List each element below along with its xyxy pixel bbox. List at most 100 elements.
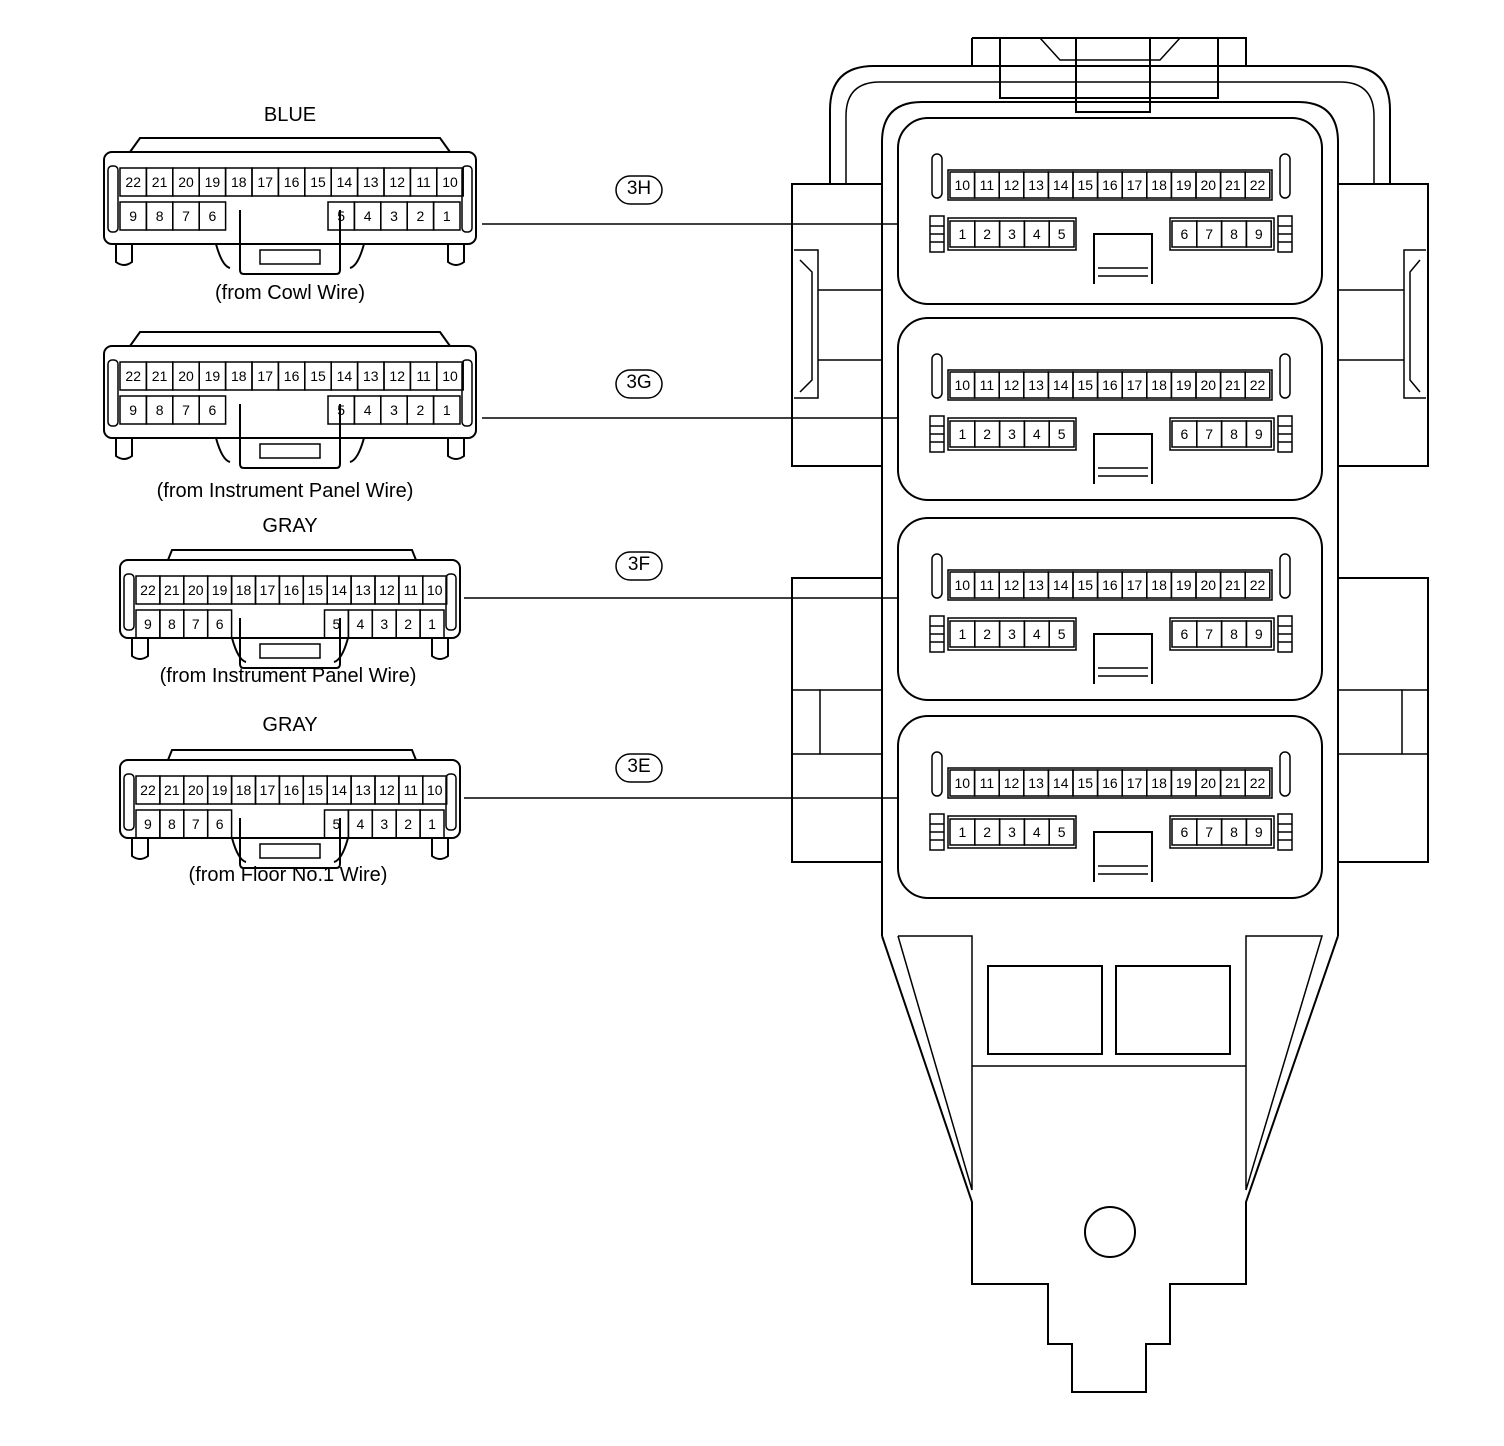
box-pin-label: 6 [1181, 824, 1189, 840]
plug-pin-label: 21 [164, 582, 180, 598]
box-pin-label: 22 [1250, 177, 1266, 193]
box-pin-label: 2 [983, 226, 991, 242]
plug-pin-label: 5 [337, 402, 345, 418]
box-pin-label: 2 [983, 426, 991, 442]
plug-pin-label: 7 [192, 816, 200, 832]
pin-cell [1048, 220, 1075, 248]
plug-pin-label: 1 [428, 816, 436, 832]
plug-pin-label: 20 [188, 782, 204, 798]
plug-pin-label: 19 [212, 582, 228, 598]
plug-pin-label: 14 [331, 582, 347, 598]
connector-color-label: GRAY [262, 714, 318, 736]
pin-cell [1244, 769, 1271, 797]
plug-pin-label: 13 [363, 174, 379, 190]
plug-pin-label: 10 [427, 782, 443, 798]
plug-pin-label: 4 [364, 208, 372, 224]
plug-pin-label: 18 [231, 174, 247, 190]
box-pin-label: 20 [1201, 577, 1217, 593]
plug-pin-label: 3 [380, 616, 388, 632]
box-pin-label: 8 [1230, 626, 1238, 642]
box-pin-label: 18 [1151, 377, 1167, 393]
pin-cell [436, 167, 464, 197]
box-pin-label: 3 [1008, 226, 1016, 242]
plug-pin-label: 5 [333, 616, 341, 632]
box-pin-label: 20 [1201, 177, 1217, 193]
connector-code-bubble [615, 551, 663, 581]
box-pin-label: 21 [1225, 775, 1241, 791]
plug-pin-label: 15 [310, 368, 326, 384]
box-pin-label: 11 [980, 177, 995, 193]
box-pin-label: 6 [1181, 226, 1189, 242]
box-pin-label: 15 [1078, 577, 1094, 593]
plug-pin-label: 20 [178, 368, 194, 384]
box-pin-label: 15 [1078, 177, 1094, 193]
plug-pin-label: 14 [337, 368, 353, 384]
plug-pin-label: 6 [216, 816, 224, 832]
plug-pin-label: 11 [404, 782, 419, 798]
plug-pin-label: 22 [140, 582, 156, 598]
box-pin-label: 11 [980, 377, 995, 393]
connector-code-bubble [615, 369, 663, 399]
box-pin-label: 15 [1078, 775, 1094, 791]
plug-pin-label: 10 [427, 582, 443, 598]
box-pin-label: 21 [1225, 177, 1241, 193]
plug-pin-label: 3 [390, 402, 398, 418]
plug-pin-label: 3 [390, 208, 398, 224]
plug-pin-label: 16 [284, 782, 300, 798]
box-pin-label: 14 [1053, 177, 1069, 193]
plug-pin-label: 21 [152, 368, 168, 384]
plug-pin-label: 10 [442, 174, 458, 190]
pin-cell [1245, 620, 1272, 648]
box-pin-label: 6 [1181, 626, 1189, 642]
box-pin-label: 8 [1230, 824, 1238, 840]
plug-pin-label: 9 [129, 208, 137, 224]
connector-caption: (from Cowl Wire) [215, 282, 365, 304]
box-pin-label: 18 [1151, 577, 1167, 593]
box-pin-label: 19 [1176, 775, 1192, 791]
pin-cell [1244, 171, 1271, 199]
pin-cell [432, 201, 461, 231]
plug-pin-label: 16 [284, 582, 300, 598]
box-pin-label: 22 [1250, 775, 1266, 791]
box-pin-label: 16 [1102, 577, 1118, 593]
plug-pin-label: 1 [443, 402, 451, 418]
plug-pin-label: 3 [380, 816, 388, 832]
box-pin-label: 11 [980, 577, 995, 593]
connector-code: 3G [626, 372, 652, 393]
pin-cell [1245, 818, 1272, 846]
box-pin-label: 20 [1201, 377, 1217, 393]
box-pin-label: 21 [1225, 377, 1241, 393]
box-pin-label: 22 [1250, 577, 1266, 593]
box-pin-label: 4 [1033, 626, 1041, 642]
connector-code-bubble [615, 175, 663, 205]
box-pin-label: 1 [959, 226, 967, 242]
box-pin-label: 12 [1004, 775, 1020, 791]
plug-pin-label: 4 [356, 816, 364, 832]
plug-pin-label: 6 [209, 402, 217, 418]
box-pin-label: 13 [1028, 377, 1044, 393]
connector-color-label: BLUE [263, 104, 317, 126]
box-pin-label: 10 [955, 177, 971, 193]
box-pin-label: 9 [1255, 426, 1263, 442]
connector-caption: (from Floor No.1 Wire) [188, 864, 388, 886]
box-pin-label: 22 [1250, 377, 1266, 393]
box-pin-label: 17 [1127, 177, 1143, 193]
plug-pin-label: 15 [307, 582, 323, 598]
plug-pin-label: 15 [307, 782, 323, 798]
box-pin-label: 3 [1008, 426, 1016, 442]
pin-cell [1245, 420, 1272, 448]
plug-pin-label: 12 [379, 582, 395, 598]
plug-pin-label: 20 [178, 174, 194, 190]
plug-pin-label: 22 [125, 368, 141, 384]
plug-pin-label: 9 [144, 816, 152, 832]
pin-cell [1244, 371, 1271, 399]
connector-code-bubble [615, 753, 663, 783]
plug-pin-label: 4 [364, 402, 372, 418]
box-pin-label: 12 [1004, 177, 1020, 193]
plug-pin-label: 1 [443, 208, 451, 224]
